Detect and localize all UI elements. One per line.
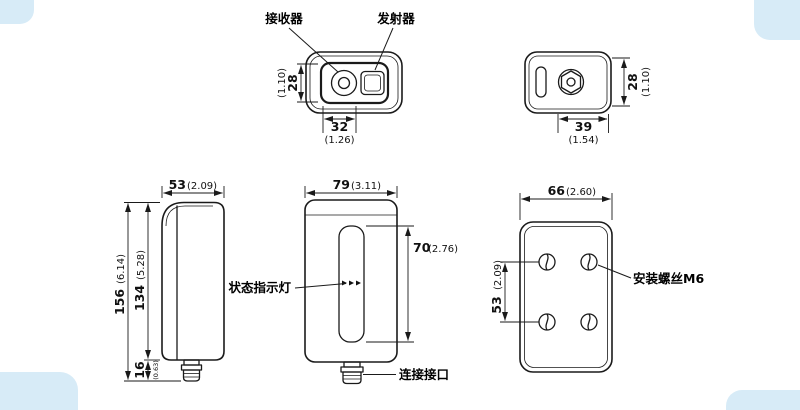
- screw-slot: [587, 253, 591, 271]
- transmitter-aperture-inner: [364, 74, 381, 92]
- hex-nut-boss: [557, 68, 585, 96]
- dim-window-height-mm: 70: [413, 240, 431, 255]
- transmitter-aperture: [360, 70, 385, 96]
- dim-side-depth-mm: 53: [169, 177, 186, 192]
- top-head-inner-contour: [309, 55, 399, 110]
- mounting-screw-label: 安装螺丝M6: [633, 271, 704, 286]
- top-rear-body: [524, 51, 612, 114]
- dim-side-total-height-mm: 156: [112, 289, 127, 315]
- connector-label: 连接接口: [399, 367, 449, 382]
- optical-window-frame: [319, 61, 390, 105]
- dim-side-connector-height-in: (0.63): [152, 360, 160, 380]
- hex-nut: [560, 70, 582, 94]
- transmitter-label: 发射器: [376, 11, 415, 26]
- dim-screw-spacing-mm: 53: [489, 296, 504, 313]
- mounting-screw: [580, 313, 598, 331]
- dim-rear-width-mm: 66: [548, 183, 566, 198]
- dim-side-body-height-in: (5.28): [136, 250, 147, 280]
- side-dimensions: 53 (2.09) 156 (6.14) 134 (5.28) 16 (0.63…: [112, 177, 225, 382]
- side-body: [161, 201, 225, 361]
- receiver-leader-line: [288, 27, 339, 73]
- rear-dimensions: 66 (2.60) 53 (2.09): [489, 183, 613, 323]
- dim-top-width-mm: 32: [331, 119, 348, 134]
- status-led: [356, 280, 361, 286]
- rear-inner-contour: [524, 226, 608, 368]
- top-view-labels: 接收器 发射器: [265, 11, 415, 73]
- side-connector-plug: [182, 369, 201, 382]
- status-led: [342, 280, 347, 286]
- view-rear: [519, 221, 613, 373]
- rear-labels: 安装螺丝M6: [597, 264, 704, 286]
- receiver-label: 接收器: [265, 11, 303, 26]
- mounting-screw-leader-line: [597, 264, 632, 279]
- corner-blob-bottom-left: [0, 372, 78, 410]
- view-top-head: [305, 51, 403, 114]
- corner-blob-bottom-right: [726, 390, 800, 410]
- rear-body: [519, 221, 613, 373]
- dim-side-total-height-in: (6.14): [116, 254, 127, 284]
- corner-blob-top-right: [754, 0, 800, 40]
- front-connector-plug: [342, 371, 362, 385]
- top-head-body: [305, 51, 403, 114]
- status-led: [349, 280, 354, 286]
- view-front: [304, 199, 398, 385]
- front-body: [304, 199, 398, 363]
- dim-rear-top-height-mm: 28: [625, 73, 640, 90]
- dim-side-depth-in: (2.09): [187, 181, 217, 192]
- dim-rear-top-height-in: (1.10): [641, 67, 652, 97]
- screw-slot: [545, 253, 549, 271]
- top-rear-dimensions: 39 (1.54) 28 (1.10): [557, 57, 652, 146]
- side-connector-flange: [180, 364, 203, 371]
- view-top-rear: [524, 51, 612, 114]
- receiver-lens-inner: [337, 76, 351, 90]
- dim-rear-top-width-in: (1.54): [568, 135, 598, 146]
- side-cap-seam: [165, 205, 213, 227]
- mounting-screw: [538, 253, 556, 271]
- front-labels: 状态指示灯 连接接口: [228, 280, 449, 382]
- corner-blob-top-left: [0, 0, 34, 24]
- dim-side-body-height-mm: 134: [132, 285, 147, 311]
- screw-slot: [545, 313, 549, 331]
- status-led-leader-line: [294, 283, 347, 289]
- dim-top-width-in: (1.26): [324, 135, 354, 146]
- status-led-label: 状态指示灯: [228, 280, 291, 295]
- view-side: [161, 201, 225, 382]
- hex-nut-center: [566, 77, 576, 87]
- dim-screw-spacing-in: (2.09): [493, 260, 504, 290]
- front-dimensions: 79 (3.11) 70 (2.76): [304, 177, 458, 343]
- mounting-slot: [535, 66, 547, 98]
- screw-slot: [587, 313, 591, 331]
- dim-front-width-in: (3.11): [351, 181, 381, 192]
- mounting-screw: [580, 253, 598, 271]
- top-view-dimensions: 28 (1.10) 32 (1.26): [277, 63, 357, 146]
- mounting-screw: [538, 313, 556, 331]
- dim-side-connector-height-mm: 16: [132, 361, 147, 379]
- dim-rear-top-width-mm: 39: [575, 119, 592, 134]
- dim-top-height-mm: 28: [285, 74, 300, 91]
- dim-window-height-in: (2.76): [428, 244, 458, 255]
- dim-front-width-mm: 79: [333, 177, 350, 192]
- dim-top-height-in: (1.10): [277, 68, 288, 98]
- top-rear-inner-contour: [528, 55, 608, 110]
- front-connector-flange: [340, 366, 364, 373]
- transmitter-leader-line: [374, 27, 394, 71]
- receiver-lens: [330, 69, 358, 97]
- dim-rear-width-in: (2.60): [566, 187, 596, 198]
